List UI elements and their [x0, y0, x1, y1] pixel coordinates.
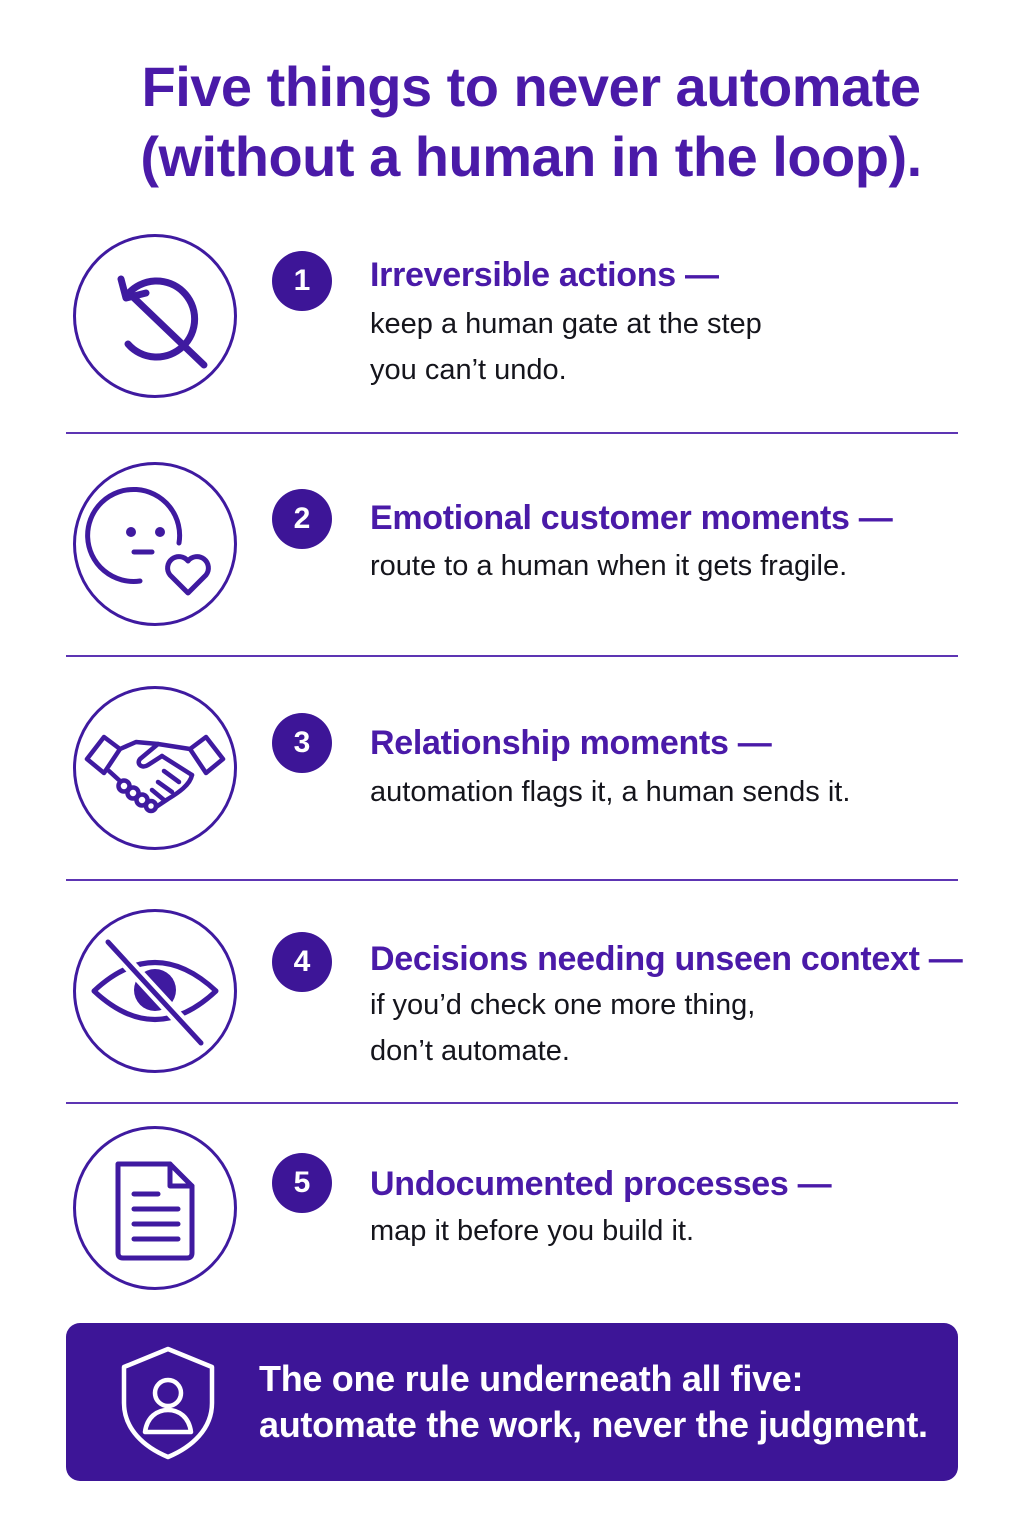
document-icon — [73, 1126, 237, 1290]
divider — [66, 655, 958, 657]
divider — [66, 1102, 958, 1104]
item-description-line: keep a human gate at the step — [370, 308, 762, 340]
item-description: if you’d check one more thing, don’t aut… — [370, 982, 970, 1074]
page-title: Five things to never automate (without a… — [0, 52, 1024, 192]
item-description-line: automation flags it, a human sends it. — [370, 776, 851, 808]
item-description: route to a human when it gets fragile. — [370, 543, 970, 589]
banner-line-1: The one rule underneath all five: — [259, 1358, 804, 1399]
item-description-line: route to a human when it gets fragile. — [370, 550, 848, 582]
banner-line-2: automate the work, never the judgment. — [259, 1404, 928, 1445]
item-description-line: don’t automate. — [370, 1035, 570, 1067]
item-number: 2 — [272, 489, 332, 549]
shield-person-icon — [121, 1346, 215, 1460]
eye-slash-icon — [73, 909, 237, 1073]
item-heading: Decisions needing unseen context — — [370, 940, 963, 978]
item-description: automation flags it, a human sends it. — [370, 769, 970, 815]
item-number: 4 — [272, 932, 332, 992]
item-description: keep a human gate at the step you can’t … — [370, 301, 970, 393]
item-description: map it before you build it. — [370, 1208, 970, 1254]
item-description-line: map it before you build it. — [370, 1215, 695, 1247]
item-heading: Irreversible actions — — [370, 256, 719, 294]
divider — [66, 432, 958, 434]
item-description-line: if you’d check one more thing, — [370, 989, 756, 1021]
item-number: 3 — [272, 713, 332, 773]
item-heading: Relationship moments — — [370, 724, 772, 762]
handshake-icon — [73, 686, 237, 850]
item-number: 5 — [272, 1153, 332, 1213]
face-heart-icon — [73, 462, 237, 626]
item-number: 1 — [272, 251, 332, 311]
item-description-line: you can’t undo. — [370, 354, 567, 386]
title-line-2: (without a human in the loop). — [140, 125, 922, 188]
item-heading: Emotional customer moments — — [370, 499, 893, 537]
divider — [66, 879, 958, 881]
no-undo-icon — [73, 234, 237, 398]
rule-banner: The one rule underneath all five: automa… — [66, 1323, 958, 1481]
item-heading: Undocumented processes — — [370, 1165, 832, 1203]
banner-text: The one rule underneath all five: automa… — [259, 1356, 928, 1448]
title-line-1: Five things to never automate — [141, 55, 922, 118]
